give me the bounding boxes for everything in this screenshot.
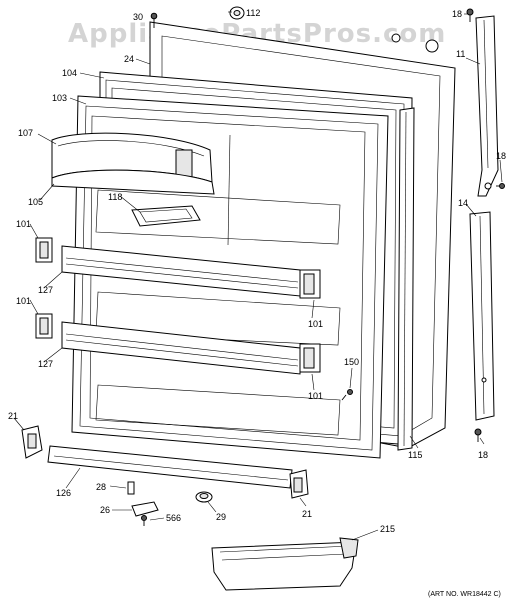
callout-18-bottom: 18 — [478, 450, 488, 460]
callout-126: 126 — [56, 488, 71, 498]
callout-30: 30 — [133, 12, 143, 22]
part-26 — [131, 501, 159, 517]
shelf-clip-right-lower — [299, 343, 321, 373]
end-cap-right — [289, 469, 309, 499]
callout-215: 215 — [380, 524, 395, 534]
callout-18-top: 18 — [452, 9, 462, 19]
callout-105: 105 — [28, 197, 43, 207]
hinge-screw-top — [466, 8, 474, 22]
screw-566 — [141, 515, 147, 526]
trim-screw-bottom — [474, 428, 482, 442]
callout-14: 14 — [458, 198, 468, 208]
seal-strip — [397, 107, 415, 451]
callout-127-b: 127 — [38, 359, 53, 369]
art-number: (ART NO. WR18442 C) — [428, 591, 501, 598]
callout-103: 103 — [52, 93, 67, 103]
top-screw — [150, 12, 158, 28]
callout-107: 107 — [18, 128, 33, 138]
screw-150 — [341, 389, 353, 401]
end-cap-left — [21, 425, 43, 459]
callout-104: 104 — [62, 68, 77, 78]
door-bin — [211, 537, 359, 591]
callout-21-right: 21 — [302, 509, 312, 519]
callout-26: 26 — [100, 505, 110, 515]
shelf-clip-left-lower — [35, 313, 53, 339]
side-trim — [469, 211, 495, 421]
callout-24: 24 — [124, 54, 134, 64]
door-shelf-lower — [61, 321, 301, 375]
callout-labels: 30 112 18 11 24 104 103 107 105 118 18 1… — [8, 8, 506, 534]
door-hinge — [475, 15, 499, 197]
dairy-bin — [51, 169, 215, 195]
callout-101-a: 101 — [16, 219, 31, 229]
callout-101-d: 101 — [308, 391, 323, 401]
callout-11: 11 — [456, 49, 465, 59]
part-29 — [195, 491, 213, 503]
shelf-clip-right-upper — [299, 269, 321, 299]
callout-127-a: 127 — [38, 285, 53, 295]
part-28 — [127, 481, 135, 495]
small-bin-118 — [131, 205, 201, 227]
callout-150: 150 — [344, 357, 359, 367]
callout-29: 29 — [216, 512, 226, 522]
callout-28: 28 — [96, 482, 106, 492]
callout-21-left: 21 — [8, 411, 18, 421]
bottom-shelf-bar — [47, 445, 293, 489]
hinge-screw-right — [496, 183, 505, 189]
top-plug — [229, 6, 245, 20]
callout-112: 112 — [246, 8, 260, 18]
callout-118: 118 — [108, 192, 122, 202]
callout-18-right: 18 — [496, 151, 506, 161]
callout-115: 115 — [408, 450, 422, 460]
callout-101-c: 101 — [16, 296, 31, 306]
leader-lines — [13, 11, 503, 541]
shelf-clip-left-upper — [35, 237, 53, 263]
callout-566: 566 — [166, 513, 181, 523]
callout-101-b: 101 — [308, 319, 323, 329]
